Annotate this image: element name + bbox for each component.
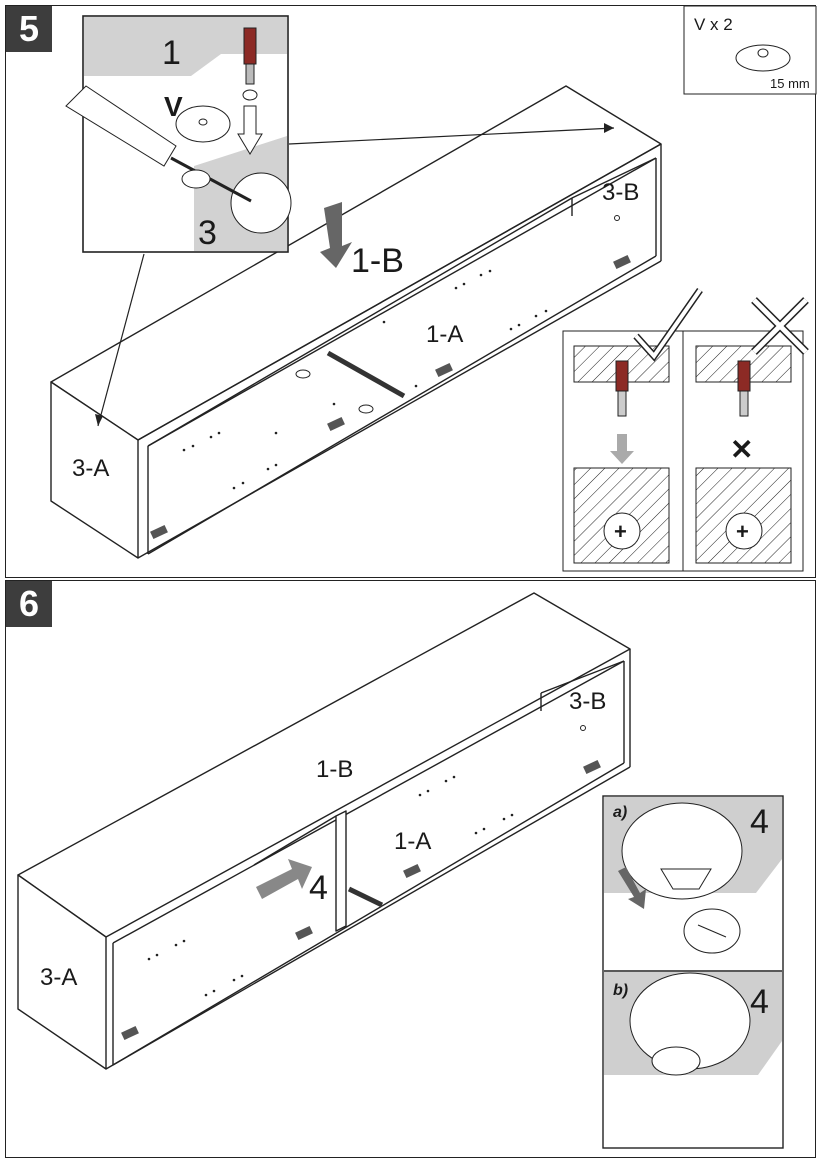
part-label-1b: 1-B xyxy=(351,242,404,280)
detail-a-label: a) xyxy=(613,804,627,821)
inset-detail: 1 V 3 xyxy=(65,15,292,253)
detail-ab: a) 4 b) 4 xyxy=(602,795,784,1149)
detail-b-part: 4 xyxy=(750,983,769,1021)
part-label-3b: 3-B xyxy=(569,688,606,715)
wrong-icon xyxy=(751,297,809,355)
part-label-1b: 1-B xyxy=(316,756,353,783)
wrong-mark: ✕ xyxy=(730,434,753,465)
step-5-panel: 5 xyxy=(5,5,817,578)
hardware-box: V x 2 15 mm xyxy=(683,6,817,95)
part-label-1a: 1-A xyxy=(426,321,463,348)
svg-text:+: + xyxy=(614,519,627,544)
detail-part-1: 1 xyxy=(162,34,181,72)
step-5-drawing: 1-B 1-A 3-A 3-B 1 V 3 xyxy=(50,6,817,572)
down-arrow-icon xyxy=(320,202,352,268)
step-6-panel: 6 xyxy=(5,580,816,1158)
part-label-3a: 3-A xyxy=(40,964,77,991)
step-6-badge: 6 xyxy=(6,581,52,627)
detail-part-3: 3 xyxy=(198,214,217,252)
part-label-3b: 3-B xyxy=(602,179,639,206)
svg-text:+: + xyxy=(736,519,749,544)
step-6-drawing: 4 1-B 1-A 3-A 3-B a) 4 b) 4 xyxy=(17,592,784,1149)
right-wrong-box: + + ✕ xyxy=(562,287,809,572)
part-label-3a: 3-A xyxy=(72,455,109,482)
hardware-size: 15 mm xyxy=(770,76,810,91)
hardware-quantity: V x 2 xyxy=(694,15,733,34)
hinge-icons xyxy=(121,759,601,1041)
part-label-4: 4 xyxy=(309,869,328,907)
hinge-icons xyxy=(150,254,631,540)
detail-washer-v: V xyxy=(164,91,183,122)
insert-arrow-icon xyxy=(256,859,312,899)
detail-a-part: 4 xyxy=(750,803,769,841)
detail-b-label: b) xyxy=(613,982,628,999)
down-arrow-icon xyxy=(610,434,634,464)
part-label-1a: 1-A xyxy=(394,828,431,855)
down-arrow-icon xyxy=(618,867,646,909)
step-5-badge: 5 xyxy=(6,6,52,52)
